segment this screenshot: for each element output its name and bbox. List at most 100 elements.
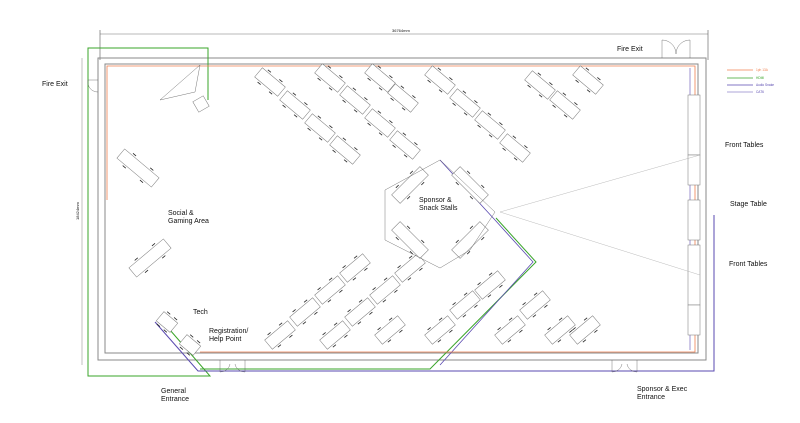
chair: [403, 154, 408, 158]
chair: [582, 339, 587, 343]
chair: [149, 167, 154, 171]
chair: [277, 344, 282, 348]
chair: [499, 122, 503, 126]
label-line: Social &: [168, 210, 194, 217]
chair: [318, 137, 323, 141]
table: [344, 297, 376, 327]
chair: [462, 90, 467, 94]
chair: [302, 321, 307, 325]
chair: [487, 112, 492, 116]
chair: [328, 87, 333, 91]
chair: [421, 239, 425, 244]
chair: [307, 127, 311, 131]
registration-label: Registration/Help Point: [209, 328, 248, 343]
chair: [522, 302, 526, 306]
table: [387, 83, 419, 113]
chair: [304, 102, 308, 106]
table: [391, 166, 429, 204]
chair: [572, 327, 576, 331]
table: [329, 135, 361, 165]
chair: [282, 104, 286, 108]
table: [369, 275, 401, 305]
chair: [421, 181, 425, 186]
chair: [367, 77, 371, 81]
chair: [268, 91, 273, 95]
label-line: Sponsor & Exec: [637, 386, 688, 393]
chair: [392, 144, 396, 148]
chair: [455, 181, 459, 186]
table: [524, 70, 556, 100]
chair: [552, 104, 556, 108]
chair: [166, 311, 171, 315]
chair: [267, 332, 271, 336]
chair: [267, 69, 272, 73]
table: [155, 311, 179, 333]
table: [319, 320, 351, 350]
chair: [303, 299, 308, 303]
table: [391, 221, 429, 259]
hdmi-cable: [200, 217, 537, 370]
chair: [574, 102, 578, 106]
audio-snake-cable: [439, 159, 534, 366]
chair: [532, 314, 537, 318]
table: [364, 63, 396, 93]
chair: [367, 122, 371, 126]
table: [424, 65, 456, 95]
chair: [455, 239, 459, 244]
chair: [377, 327, 381, 331]
label-line: Sponsor &: [419, 197, 452, 204]
fire-exit-door-left: [87, 79, 99, 93]
chair: [408, 255, 413, 259]
chair: [344, 334, 348, 338]
legend-item: HDMI: [727, 76, 764, 80]
chair: [279, 79, 283, 83]
legend-item: CAT6: [727, 90, 764, 94]
chair: [463, 292, 468, 296]
chair: [186, 352, 191, 356]
chair: [156, 323, 161, 327]
general-entrance-door: [219, 360, 246, 373]
chair: [477, 282, 481, 286]
table: [279, 90, 311, 120]
front-table: [687, 94, 701, 156]
chair: [292, 92, 297, 96]
chair: [382, 299, 387, 303]
chair: [406, 196, 411, 200]
chair: [317, 77, 321, 81]
chair: [594, 329, 598, 333]
table: [304, 113, 336, 143]
label-line: Snack Stalls: [419, 205, 458, 212]
chair: [352, 87, 357, 91]
chair: [544, 304, 548, 308]
chair: [389, 75, 393, 79]
chair: [329, 125, 333, 129]
chair: [387, 339, 392, 343]
front-table: [687, 154, 701, 186]
chair: [317, 287, 321, 291]
chair: [409, 251, 414, 255]
chair: [477, 124, 481, 128]
table: [339, 253, 371, 283]
chair: [427, 79, 431, 83]
audio-snake-cable: [154, 215, 715, 372]
chair: [377, 110, 382, 114]
front-tables-bottom-label: Front Tables: [729, 261, 768, 268]
chair: [407, 277, 412, 281]
outer-wall: [97, 57, 707, 361]
chair: [397, 265, 401, 269]
front-tables-top-label: Front Tables: [725, 142, 764, 149]
chair: [134, 257, 139, 261]
chair: [395, 184, 399, 189]
table: [314, 275, 346, 305]
power-cable: [106, 65, 696, 353]
label-line: Entrance: [161, 396, 189, 403]
chair: [569, 329, 573, 333]
chair: [414, 142, 418, 146]
chair: [333, 322, 338, 326]
chair: [463, 112, 468, 116]
projector: [192, 95, 210, 113]
width-dimension: 36764mm: [392, 28, 410, 33]
table: [499, 133, 531, 163]
